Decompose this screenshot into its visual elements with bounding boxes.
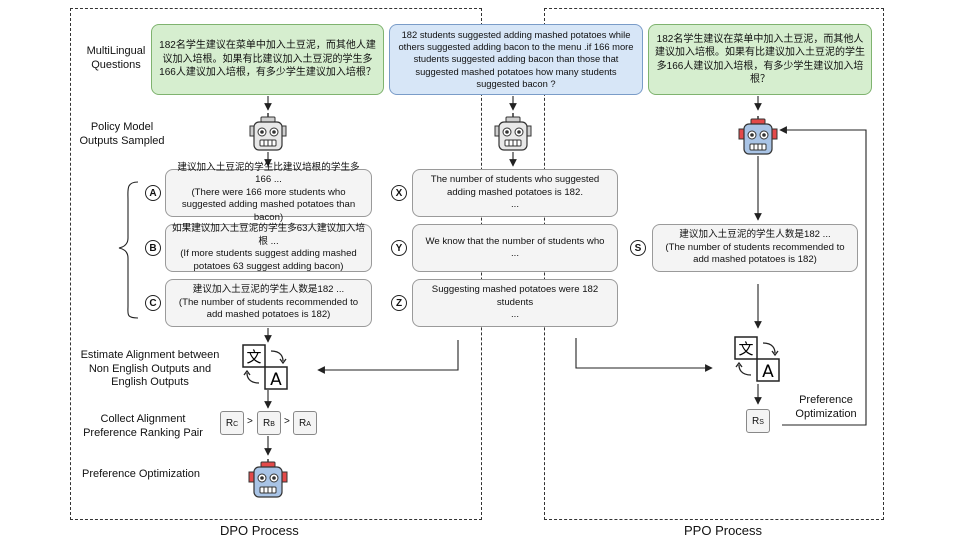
marker-a: A [145,185,161,201]
question-zh-right-text: 182名学生建议在菜单中加入土豆泥，而其他人建议加入培根。如果有比建议加入土豆泥… [655,33,865,86]
label-ppo-preference-optimization: Preference Optimization [795,394,857,420]
question-en-middle: 182 students suggested adding mashed pot… [389,24,643,95]
translate-en-glyph: A [762,362,774,382]
output-b-zh: 如果建议加入土豆泥的学生多63人建议加入培根 ... [172,223,365,247]
ppo-title: PPO Process [684,523,763,538]
output-a: 建议加入土豆泥的学生比建议培根的学生多166 ... (There were 1… [165,162,372,223]
output-x-line2: ... [511,199,519,211]
robot-icon [494,113,532,151]
robot-icon [738,116,778,155]
marker-c: C [145,295,161,311]
output-z: Suggesting mashed potatoes were 182 stud… [412,279,618,327]
output-x: The number of students who suggested add… [412,169,618,217]
dpo-title: DPO Process [220,523,299,538]
translate-zh-glyph: 文 [246,348,261,366]
output-z-line2: ... [511,309,519,321]
reward-a-sub: A [306,421,311,428]
label-collect-pairs: Collect Alignment Preference Ranking Pai… [83,413,203,439]
output-c-en: (The number of students recommended to a… [178,296,359,321]
reward-b-sub: B [270,421,275,428]
reward-a-r: R [299,417,307,429]
output-s-en: (The number of students recommended to a… [665,241,845,266]
output-a-en: (There were 166 more students who sugges… [181,186,356,223]
translate-en-glyph: A [270,370,282,390]
reward-s-r: R [752,415,760,427]
marker-x: X [391,185,407,201]
reward-c-sub: C [233,421,239,428]
reward-c-r: R [225,417,234,429]
translate-icon: 文 A [734,336,780,382]
translate-zh-glyph: 文 [738,340,753,358]
marker-b: B [145,240,161,256]
output-s-zh: 建议加入土豆泥的学生人数是182 ... [679,229,831,241]
reward-s-sub: S [759,419,764,426]
label-preference-optimization: Preference Optimization [82,468,200,480]
output-c-zh: 建议加入土豆泥的学生人数是182 ... [192,284,345,296]
output-z-line1: Suggesting mashed potatoes were 182 stud… [431,284,599,308]
output-x-line1: The number of students who suggested add… [430,174,600,198]
output-y: We know that the number of students who … [412,224,618,272]
marker-s: S [630,240,646,256]
robot-icon [249,113,287,151]
label-multilingual-questions: MultiLingual Questions [86,45,146,71]
marker-z: Z [391,295,407,311]
output-y-line2: ... [511,248,519,259]
output-s: 建议加入土豆泥的学生人数是182 ... (The number of stud… [652,224,858,272]
question-en-middle-text: 182 students suggested adding mashed pot… [398,28,634,89]
question-zh-left: 182名学生建议在菜单中加入土豆泥，而其他人建议加入培根。如果有比建议加入土豆泥… [151,24,384,95]
question-zh-right: 182名学生建议在菜单中加入土豆泥，而其他人建议加入培根。如果有比建议加入土豆泥… [648,24,872,95]
label-policy-outputs: Policy Model Outputs Sampled [79,121,165,147]
translate-icon: 文 A [242,344,288,390]
output-b-en: (If more students suggest adding mashed … [180,248,357,272]
question-zh-left-text: 182名学生建议在菜单中加入土豆泥，而其他人建议加入培根。如果有比建议加入土豆泥… [159,40,376,79]
output-c: 建议加入土豆泥的学生人数是182 ... (The number of stud… [165,279,372,327]
greater-than-1: > [247,416,253,427]
marker-y: Y [391,240,407,256]
reward-b-r: R [263,417,271,429]
label-estimate-alignment: Estimate Alignment between Non English O… [80,349,220,388]
greater-than-2: > [284,416,290,427]
robot-icon [248,459,288,498]
output-y-line1: We know that the number of students who [425,235,605,247]
output-b: 如果建议加入土豆泥的学生多63人建议加入培根 ... (If more stud… [165,223,372,272]
output-a-zh: 建议加入土豆泥的学生比建议培根的学生多166 ... [177,161,360,186]
